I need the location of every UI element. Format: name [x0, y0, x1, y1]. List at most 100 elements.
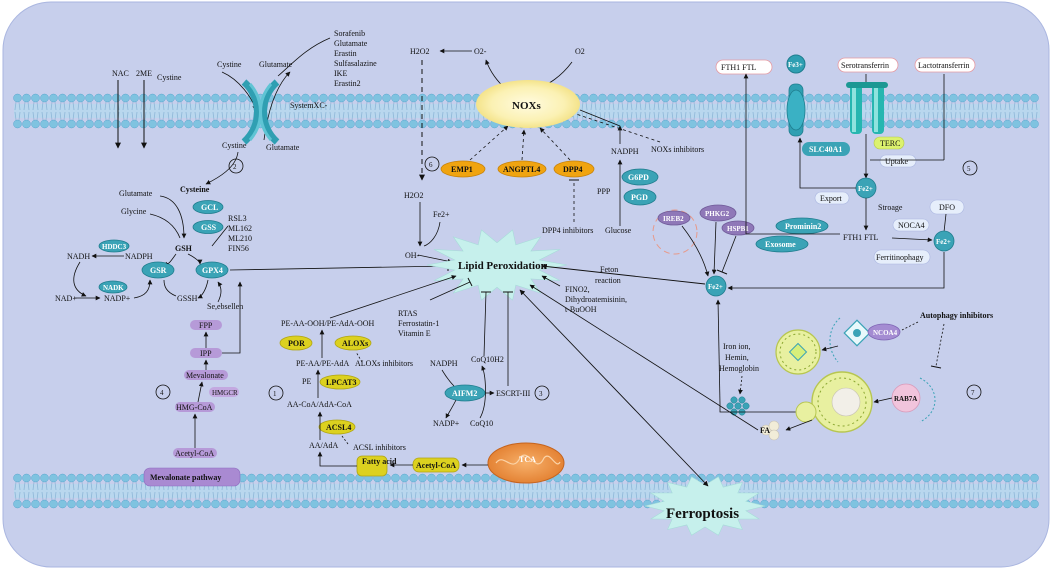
rtas-inhibit-line [429, 281, 471, 301]
nadph-left-label: NADPH [125, 252, 153, 261]
svg-text:GSS: GSS [201, 223, 217, 232]
hspb1-inhibit-line [721, 235, 737, 273]
rab7a-arc [919, 377, 936, 423]
two-me-label: 2ME [136, 69, 152, 78]
angptl4-to-nox-arrow [521, 129, 527, 161]
lipid-peroxidation-burst [426, 229, 568, 301]
dfo-box: DFO [929, 199, 965, 215]
aifm2-enzyme: AIFM2 [444, 384, 486, 402]
fa-label: FA [760, 426, 770, 435]
gpx4-enzyme: GPX4 [195, 261, 229, 279]
svg-text:HMGCR: HMGCR [212, 389, 238, 397]
aifm-to-nadp-arrow [445, 399, 457, 419]
step-1-circle [268, 385, 284, 401]
svg-text:Fe2+: Fe2+ [936, 238, 951, 246]
fino2-item-2: t-BuOOH [565, 305, 597, 314]
noxs-label: NOXs [512, 100, 541, 112]
svg-text:GPX4: GPX4 [202, 266, 223, 275]
mevalonate-pathway-box: Mevalonate pathway [143, 467, 241, 487]
nadh-to-nad-arrow [73, 261, 87, 297]
svg-text:Acetyl-CoA: Acetyl-CoA [175, 449, 214, 458]
cystine-left-label: Cystine [157, 73, 182, 82]
system-xc-transporter [241, 79, 280, 145]
nadp-cycle-arrow [133, 279, 153, 299]
fatty-acid-to-aa-line [317, 451, 357, 467]
ncoa4-to-phagosome-arrow [821, 345, 839, 352]
step-5-circle [962, 160, 978, 176]
nadph-to-aifm-arrow [441, 369, 455, 387]
nadph-ppp-label: NADPH [611, 147, 639, 156]
phagosome-to-fa-arrow [785, 419, 813, 431]
svg-text:PHKG2: PHKG2 [705, 210, 730, 218]
lpcat3-enzyme: LPCAT3 [319, 374, 361, 390]
lipid-to-ferroptosis-arrow [519, 289, 709, 487]
svg-text:ANGPTL4: ANGPTL4 [503, 165, 540, 174]
xc-inhibitor-1: Glutamate [334, 39, 368, 48]
se-ebselen-label: Se,ebsellen [207, 302, 243, 311]
glycine-to-gsh-arrow [149, 213, 181, 239]
svg-text:Fe2+: Fe2+ [858, 185, 873, 193]
svg-text:ALOXs: ALOXs [342, 339, 368, 348]
aa-coa-label: AA-CoA/AdA-CoA [287, 400, 352, 409]
rtas-item-2: Vitamin E [398, 329, 431, 338]
svg-text:Fe2+: Fe2+ [708, 283, 723, 291]
cystine-bottom-label: Cystine [222, 141, 247, 150]
pgd-enzyme: PGD [623, 188, 657, 206]
coq10h2-inhibit-line [483, 291, 487, 357]
dfo-inhibit-line [943, 213, 947, 233]
export-box: Export [814, 191, 850, 205]
serotransferrin-box: Serotransferrin [837, 57, 899, 73]
xc-inhibitor-5: Erastin2 [334, 79, 361, 88]
hspb1-inhibit-bar [716, 269, 728, 275]
iron-to-cluster-arrow [738, 375, 743, 395]
svg-text:GCL: GCL [201, 203, 218, 212]
svg-text:Export: Export [820, 194, 843, 203]
pe-ooh-label: PE-AA-OOH/PE-AdA-OOH [281, 319, 375, 328]
rsl3-item-0: RSL3 [228, 214, 247, 223]
glutamate-bottom-label: Glutamate [266, 143, 300, 152]
noxs-complex [476, 80, 580, 128]
iron-dot-2 [734, 402, 742, 410]
gsr-enzyme: GSR [141, 261, 175, 279]
oh-to-lipid-arrow [417, 254, 453, 264]
fth1-top-line [743, 73, 840, 235]
svg-text:LPCAT3: LPCAT3 [326, 378, 357, 387]
step-2-label: 2 [233, 163, 237, 171]
glutamate-top-label: Glutamate [259, 60, 293, 69]
coq10h2-label: CoQ10H2 [471, 355, 504, 364]
angptl4-enzyme: ANGPTL4 [497, 160, 547, 178]
alox-inhibitors-label: ALOXs inhibitors [355, 359, 413, 368]
hmg-coa-box: HMG-CoA [175, 402, 215, 412]
terc-box: TERC [873, 136, 905, 150]
h2o2-mid-label: H2O2 [404, 191, 424, 200]
rsl3-item-3: FIN56 [228, 244, 249, 253]
ferritin-arc [829, 317, 841, 363]
svg-text:EMP1: EMP1 [451, 165, 473, 174]
glutamate-mid-label: Glutamate [119, 189, 153, 198]
rsl3-inhibit-line [211, 225, 229, 247]
glycine-label: Glycine [121, 207, 147, 216]
ipp-box: IPP [190, 348, 222, 358]
cluster-bottom-line [719, 404, 796, 413]
svg-text:HSPB1: HSPB1 [727, 225, 749, 233]
step-1-label: 1 [273, 390, 277, 398]
nadk-enzyme: NADK [98, 280, 128, 294]
iron-list-1: Iron ion, [723, 342, 751, 351]
autophagosome-lower [811, 371, 873, 433]
lipid-droplet-small [795, 401, 817, 423]
step-4-circle [155, 384, 171, 400]
rab7a-protein: RAB7A [891, 383, 921, 413]
lactotransferrin-box: Lactotransferrin [914, 57, 976, 73]
noxs-inhibitor-line [569, 111, 661, 143]
escrt-label: ESCRT-III [496, 389, 531, 398]
fth1-top-box: FTH1 FTL [715, 59, 773, 75]
g6pd-enzyme: G6PD [621, 168, 659, 186]
ferroptosis-burst [644, 476, 766, 536]
noca4-box: NOCA4 [892, 218, 930, 232]
fa-to-lipid-line [529, 284, 759, 431]
svg-text:Acetyl-CoA: Acetyl-CoA [416, 461, 456, 470]
iron-dot-4 [742, 402, 750, 410]
fe2-to-pool-line [727, 252, 945, 291]
svg-text:Mevalonate: Mevalonate [186, 371, 224, 380]
